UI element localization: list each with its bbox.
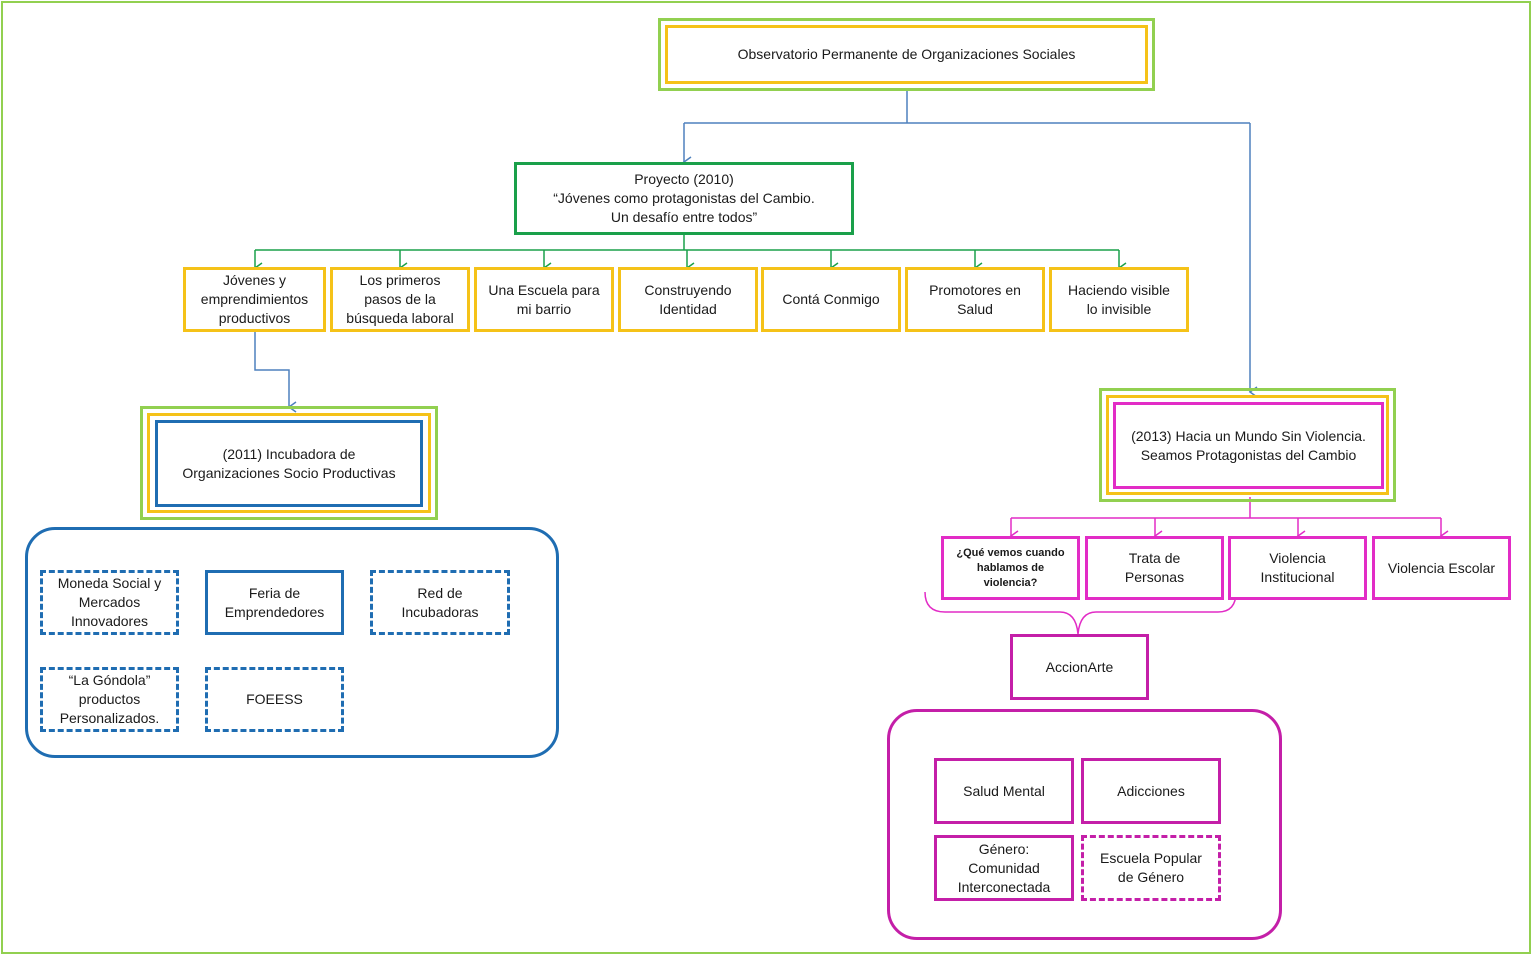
- project-2013-node[interactable]: (2013) Hacia un Mundo Sin Violencia. Sea…: [1113, 402, 1384, 489]
- violence-topic-label: ¿Qué vemos cuando hablamos de violencia?: [956, 546, 1065, 589]
- accionarte-item-label: Adicciones: [1117, 782, 1185, 799]
- project-2013-outer-border: [1099, 388, 1396, 502]
- project-2013-inner-border: [1106, 395, 1389, 495]
- violence-topic[interactable]: Violencia Institucional: [1228, 536, 1367, 600]
- program-label: Los primeros pasos de la búsqueda labora…: [346, 272, 454, 326]
- incubadora-item[interactable]: Moneda Social y Mercados Innovadores: [40, 570, 179, 635]
- program-label: Haciendo visible lo invisible: [1068, 281, 1170, 317]
- violence-topic-label: Violencia Institucional: [1260, 550, 1335, 585]
- incubadora-item[interactable]: Feria de Emprendedores: [205, 570, 344, 635]
- incubadora-item[interactable]: Red de Incubadoras: [370, 570, 510, 635]
- root-outer-border: [658, 18, 1155, 91]
- accionarte-item[interactable]: Género: Comunidad Interconectada: [934, 835, 1074, 901]
- program-label: Una Escuela para mi barrio: [488, 281, 600, 317]
- incubadora-item-label: “La Góndola” productos Personalizados.: [59, 672, 160, 726]
- violence-topic[interactable]: Violencia Escolar: [1372, 536, 1511, 600]
- incubadora-item-label: Feria de Emprendedores: [224, 584, 325, 620]
- accionarte-item[interactable]: Escuela Popular de Género: [1081, 835, 1221, 901]
- project-2013-label: (2013) Hacia un Mundo Sin Violencia. Sea…: [1131, 427, 1366, 463]
- incubadora-item-label: FOEESS: [246, 691, 303, 707]
- incubadora-item[interactable]: FOEESS: [205, 667, 344, 732]
- program-node[interactable]: Una Escuela para mi barrio: [474, 267, 614, 332]
- project-2010-label: Proyecto (2010) “Jóvenes como protagonis…: [553, 171, 815, 225]
- connector-to-incubadora: [254, 331, 297, 413]
- incubadora-outer-border: [140, 406, 438, 520]
- accionarte-panel: [887, 709, 1282, 940]
- program-node[interactable]: Construyendo Identidad: [618, 267, 758, 332]
- accionarte-item[interactable]: Adicciones: [1081, 758, 1221, 824]
- root-label: Observatorio Permanente de Organizacione…: [737, 46, 1076, 62]
- violence-topic-label: Trata de Personas: [1124, 550, 1185, 585]
- program-label: Construyendo Identidad: [644, 281, 732, 317]
- accionarte-node[interactable]: AccionArte: [1010, 634, 1149, 700]
- connector-root: [684, 88, 1250, 124]
- violence-topic[interactable]: ¿Qué vemos cuando hablamos de violencia?: [941, 536, 1080, 600]
- incubadora-inner-border: [147, 413, 431, 513]
- connector-2010-bus: [255, 233, 1119, 251]
- program-node[interactable]: Contá Conmigo: [761, 267, 901, 332]
- program-label: Jóvenes y emprendimientos productivos: [200, 272, 309, 326]
- incubadora-item-label: Red de Incubadoras: [401, 584, 479, 620]
- incubadora-item[interactable]: “La Góndola” productos Personalizados.: [40, 667, 179, 732]
- violence-topic-label: Violencia Escolar: [1387, 559, 1496, 576]
- incubadora-label: (2011) Incubadora de Organizaciones Soci…: [182, 445, 396, 481]
- accionarte-item[interactable]: Salud Mental: [934, 758, 1074, 824]
- program-node[interactable]: Haciendo visible lo invisible: [1049, 267, 1189, 332]
- incubadora-item-label: Moneda Social y Mercados Innovadores: [57, 575, 162, 629]
- accionarte-label: AccionArte: [1045, 658, 1114, 675]
- incubadora-node[interactable]: (2011) Incubadora de Organizaciones Soci…: [155, 420, 423, 507]
- program-node[interactable]: Promotores en Salud: [905, 267, 1045, 332]
- accionarte-item-label: Escuela Popular de Género: [1100, 850, 1202, 885]
- program-label: Promotores en Salud: [929, 281, 1021, 317]
- program-label: Contá Conmigo: [782, 291, 880, 307]
- violence-topic[interactable]: Trata de Personas: [1085, 536, 1224, 600]
- accionarte-item-label: Salud Mental: [963, 782, 1045, 799]
- project-2010-node[interactable]: Proyecto (2010) “Jóvenes como protagonis…: [514, 162, 854, 235]
- accionarte-item-label: Género: Comunidad Interconectada: [957, 840, 1051, 895]
- root-node[interactable]: Observatorio Permanente de Organizacione…: [665, 25, 1148, 84]
- program-node[interactable]: Los primeros pasos de la búsqueda labora…: [330, 267, 470, 332]
- program-node[interactable]: Jóvenes y emprendimientos productivos: [183, 267, 326, 332]
- incubadora-panel: [25, 527, 559, 758]
